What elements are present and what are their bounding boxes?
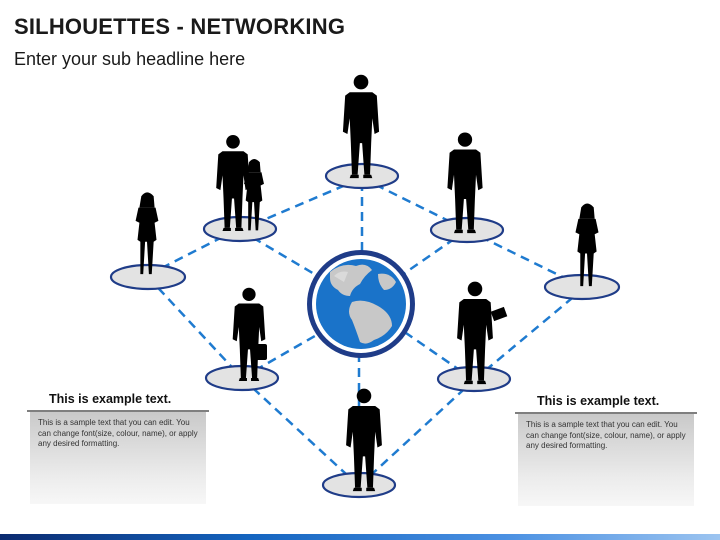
tablet-icon <box>490 306 508 322</box>
platform-upper-right <box>429 216 505 244</box>
page-title: SILHOUETTES - NETWORKING <box>14 14 346 39</box>
textbox-left: This is example text. This is a sample t… <box>27 392 209 504</box>
textbox-right-heading: This is example text. <box>515 394 697 414</box>
briefcase-icon <box>255 344 267 360</box>
person-woman-right <box>575 203 599 287</box>
platform-left <box>109 263 187 291</box>
textbox-right: This is example text. This is a sample t… <box>515 394 697 506</box>
textbox-right-body: This is a sample text that you can edit.… <box>518 414 694 506</box>
footer-bar <box>0 534 720 540</box>
page-subtitle: Enter your sub headline here <box>14 49 246 69</box>
platform-top <box>324 162 400 190</box>
silhouettes <box>135 74 599 492</box>
platform-lower-right <box>436 365 512 393</box>
globe-icon <box>307 250 415 358</box>
person-woman-left <box>135 192 159 275</box>
textbox-left-heading: This is example text. <box>27 392 209 412</box>
textbox-left-body: This is a sample text that you can edit.… <box>30 412 206 504</box>
person-man-top <box>342 74 380 179</box>
